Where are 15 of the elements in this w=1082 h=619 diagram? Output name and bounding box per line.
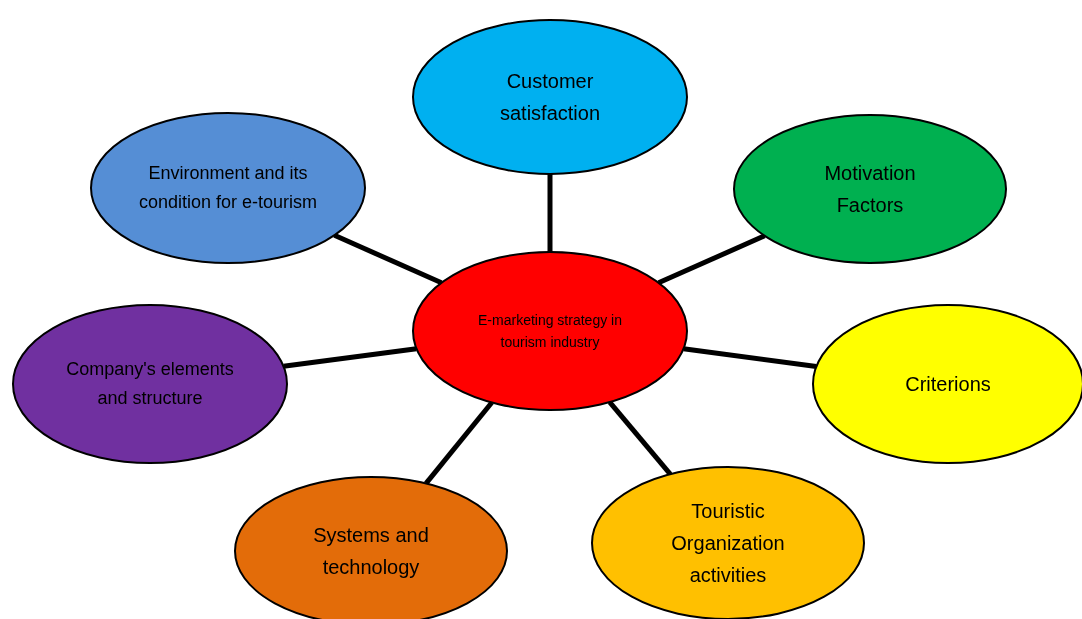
node-label: Systems and technology	[312, 523, 430, 580]
node-label: Motivation Factors	[823, 161, 917, 218]
node-label: Criterions	[905, 372, 991, 397]
node-label: Company's elements and structure	[65, 358, 235, 410]
connector-line	[424, 400, 494, 485]
connector-line	[283, 346, 417, 369]
connector-line	[547, 174, 553, 252]
node-label: E-marketing strategy in tourism industry	[477, 310, 623, 352]
node-label: Environment and its condition for e-tourism	[137, 162, 319, 214]
node-label: Touristic Organization activities	[670, 499, 786, 588]
connector-line	[657, 233, 766, 286]
node-label: Customer satisfaction	[498, 69, 602, 126]
connector-line	[607, 400, 673, 476]
connector-line	[333, 232, 443, 286]
connector-line	[683, 346, 817, 369]
